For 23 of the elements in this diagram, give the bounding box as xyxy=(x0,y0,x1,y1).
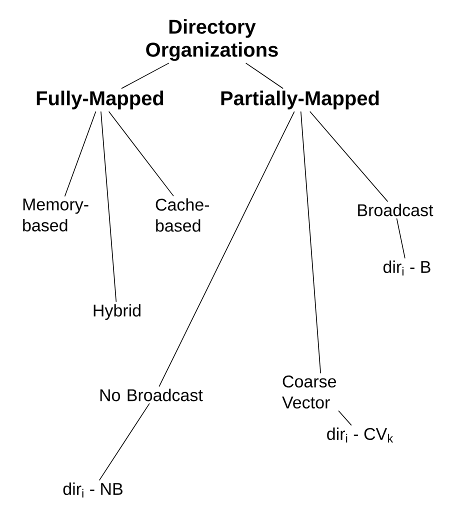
notation-label: dir$_{i}$ - NB xyxy=(63,482,122,498)
connector-line xyxy=(64,111,96,197)
connector-line xyxy=(310,111,388,202)
heading-label: Directory Organizations xyxy=(146,19,278,61)
connector-line xyxy=(100,111,117,302)
connector-line xyxy=(338,410,352,426)
connector-line xyxy=(98,403,150,481)
leaf-label: Hybrid xyxy=(94,304,140,320)
leaf-label: No Broadcast xyxy=(100,388,203,402)
notation-label: dir$_{i}$ - B xyxy=(383,260,430,276)
connector-line xyxy=(158,111,295,387)
leaf-label: Coarse Vector xyxy=(282,375,336,409)
connector-line xyxy=(245,62,284,89)
leaf-label: Memory-based xyxy=(23,198,88,232)
connector-line xyxy=(121,62,170,89)
connector-line xyxy=(300,111,321,374)
category-label: Fully-Mapped xyxy=(36,90,164,110)
notation-label: dir$_{i}$ - CV$_{k}$ xyxy=(327,428,394,442)
leaf-label: Broadcast xyxy=(358,204,434,216)
leaf-label: Cache-based xyxy=(156,198,210,232)
category-label: Partially-Mapped xyxy=(221,90,379,110)
connector-line xyxy=(396,218,406,259)
connector-line xyxy=(108,111,174,196)
